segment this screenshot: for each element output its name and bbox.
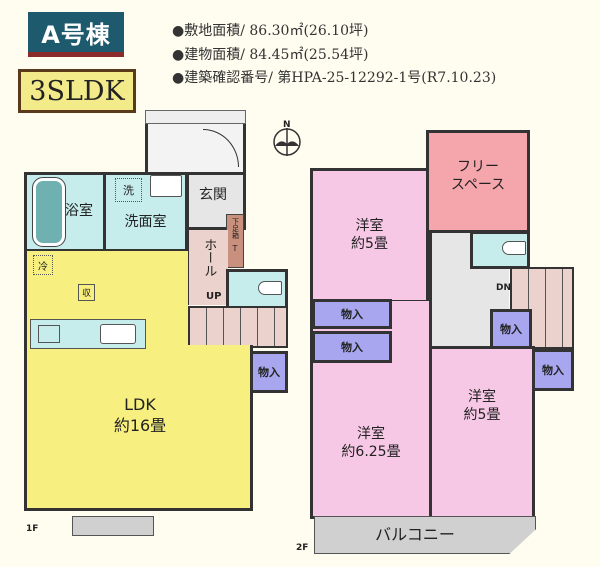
closet-2f-a-top: 物入 [312, 299, 392, 329]
closet-2f-d-label: 物入 [542, 364, 564, 377]
free-space: フリー スペース [426, 130, 530, 233]
western-room-2-size: 約6.25畳 [341, 443, 401, 460]
balcony-label: バルコニー [375, 525, 455, 544]
ldk-name: LDK [124, 395, 156, 414]
compass-icon: N [270, 120, 304, 158]
free-space-label-2: スペース [450, 176, 506, 193]
stove-icon [38, 325, 60, 343]
ldk-room-mid [186, 345, 250, 349]
shoe-cabinet-t: T [232, 244, 238, 253]
laundry-mark: 洗 [123, 184, 134, 197]
closet-1f-label: 物入 [258, 366, 280, 379]
site-area: ●敷地面積/ 86.30㎡(26.10坪) [172, 23, 369, 39]
free-space-label-1: フリー [457, 159, 499, 175]
western-room-3-name: 洋室 [468, 389, 496, 405]
closet-2f-b-top: 物入 [312, 331, 392, 363]
compass-north-label: N [283, 120, 291, 130]
floor-1-plan: 浴室 洗面室 洗 玄関 下足箱 T ホール UP 冷 収 LDK 約16畳 [24, 110, 288, 536]
storage-mark: 収 [78, 284, 95, 301]
stairs-down-label: DN [496, 283, 512, 293]
western-room-1-size: 約5畳 [351, 235, 388, 252]
western-room-2-name: 洋室 [357, 426, 385, 442]
closet-2f-d: 物入 [532, 349, 574, 391]
western-room-1: 洋室 約5畳 [310, 168, 429, 303]
building-label: A号棟 [28, 12, 124, 57]
terrace-step [72, 516, 154, 536]
shoe-cabinet-label: 下足箱 [231, 218, 240, 239]
closet-2f-a-top-label: 物入 [341, 308, 363, 321]
entrance-hall-genkan: 玄関 [186, 172, 246, 230]
washing-machine-space: 洗 [115, 178, 142, 202]
western-room-3: 洋室 約5畳 [429, 346, 535, 519]
closet-2f-b-top-label: 物入 [341, 341, 363, 354]
layout-type-badge: 3SLDK [18, 69, 136, 113]
staircase-1f [188, 306, 288, 348]
building-area: ●建物面積/ 84.45㎡(25.54坪) [172, 47, 369, 63]
bathroom-label: 浴室 [65, 203, 93, 220]
entrance-label: 玄関 [199, 187, 227, 203]
fridge-space: 冷 [33, 255, 53, 275]
floor-2-plan: 洋室 約5畳 フリー スペース DN 物入 物入 物入 物入 洋室 約6.25畳… [296, 0, 600, 567]
entrance-porch [145, 110, 246, 124]
sink-icon [150, 175, 182, 197]
closet-1f: 物入 [250, 351, 288, 393]
western-room-3-size: 約5畳 [463, 406, 501, 423]
bathtub-icon [32, 177, 66, 247]
storage-mark-label: 収 [81, 289, 91, 299]
toilet-2f [470, 231, 530, 269]
floor-2-label: 2F [296, 543, 309, 553]
hall-up-label: UP [206, 291, 222, 302]
floor-1-label: 1F [26, 524, 39, 534]
ldk-room-lower [24, 345, 253, 511]
washroom-label: 洗面室 [124, 213, 167, 230]
permit-number: ●建築確認番号/ 第HPA-25-12292-1号(R7.10.23) [172, 70, 497, 86]
balcony: バルコニー [314, 516, 536, 554]
ldk-label: LDK 約16畳 [90, 395, 190, 437]
toilet-icon [258, 281, 282, 295]
ldk-size: 約16畳 [113, 415, 167, 435]
closet-2f-c: 物入 [490, 309, 532, 349]
closet-2f-c-label: 物入 [500, 323, 522, 336]
kitchen-sink-icon [100, 324, 136, 344]
shoe-cabinet: 下足箱 T [226, 214, 244, 268]
fridge-mark: 冷 [38, 261, 48, 273]
western-room-1-name: 洋室 [355, 218, 384, 234]
hall-label: ホール [201, 238, 217, 277]
toilet-2f-icon [502, 241, 526, 255]
